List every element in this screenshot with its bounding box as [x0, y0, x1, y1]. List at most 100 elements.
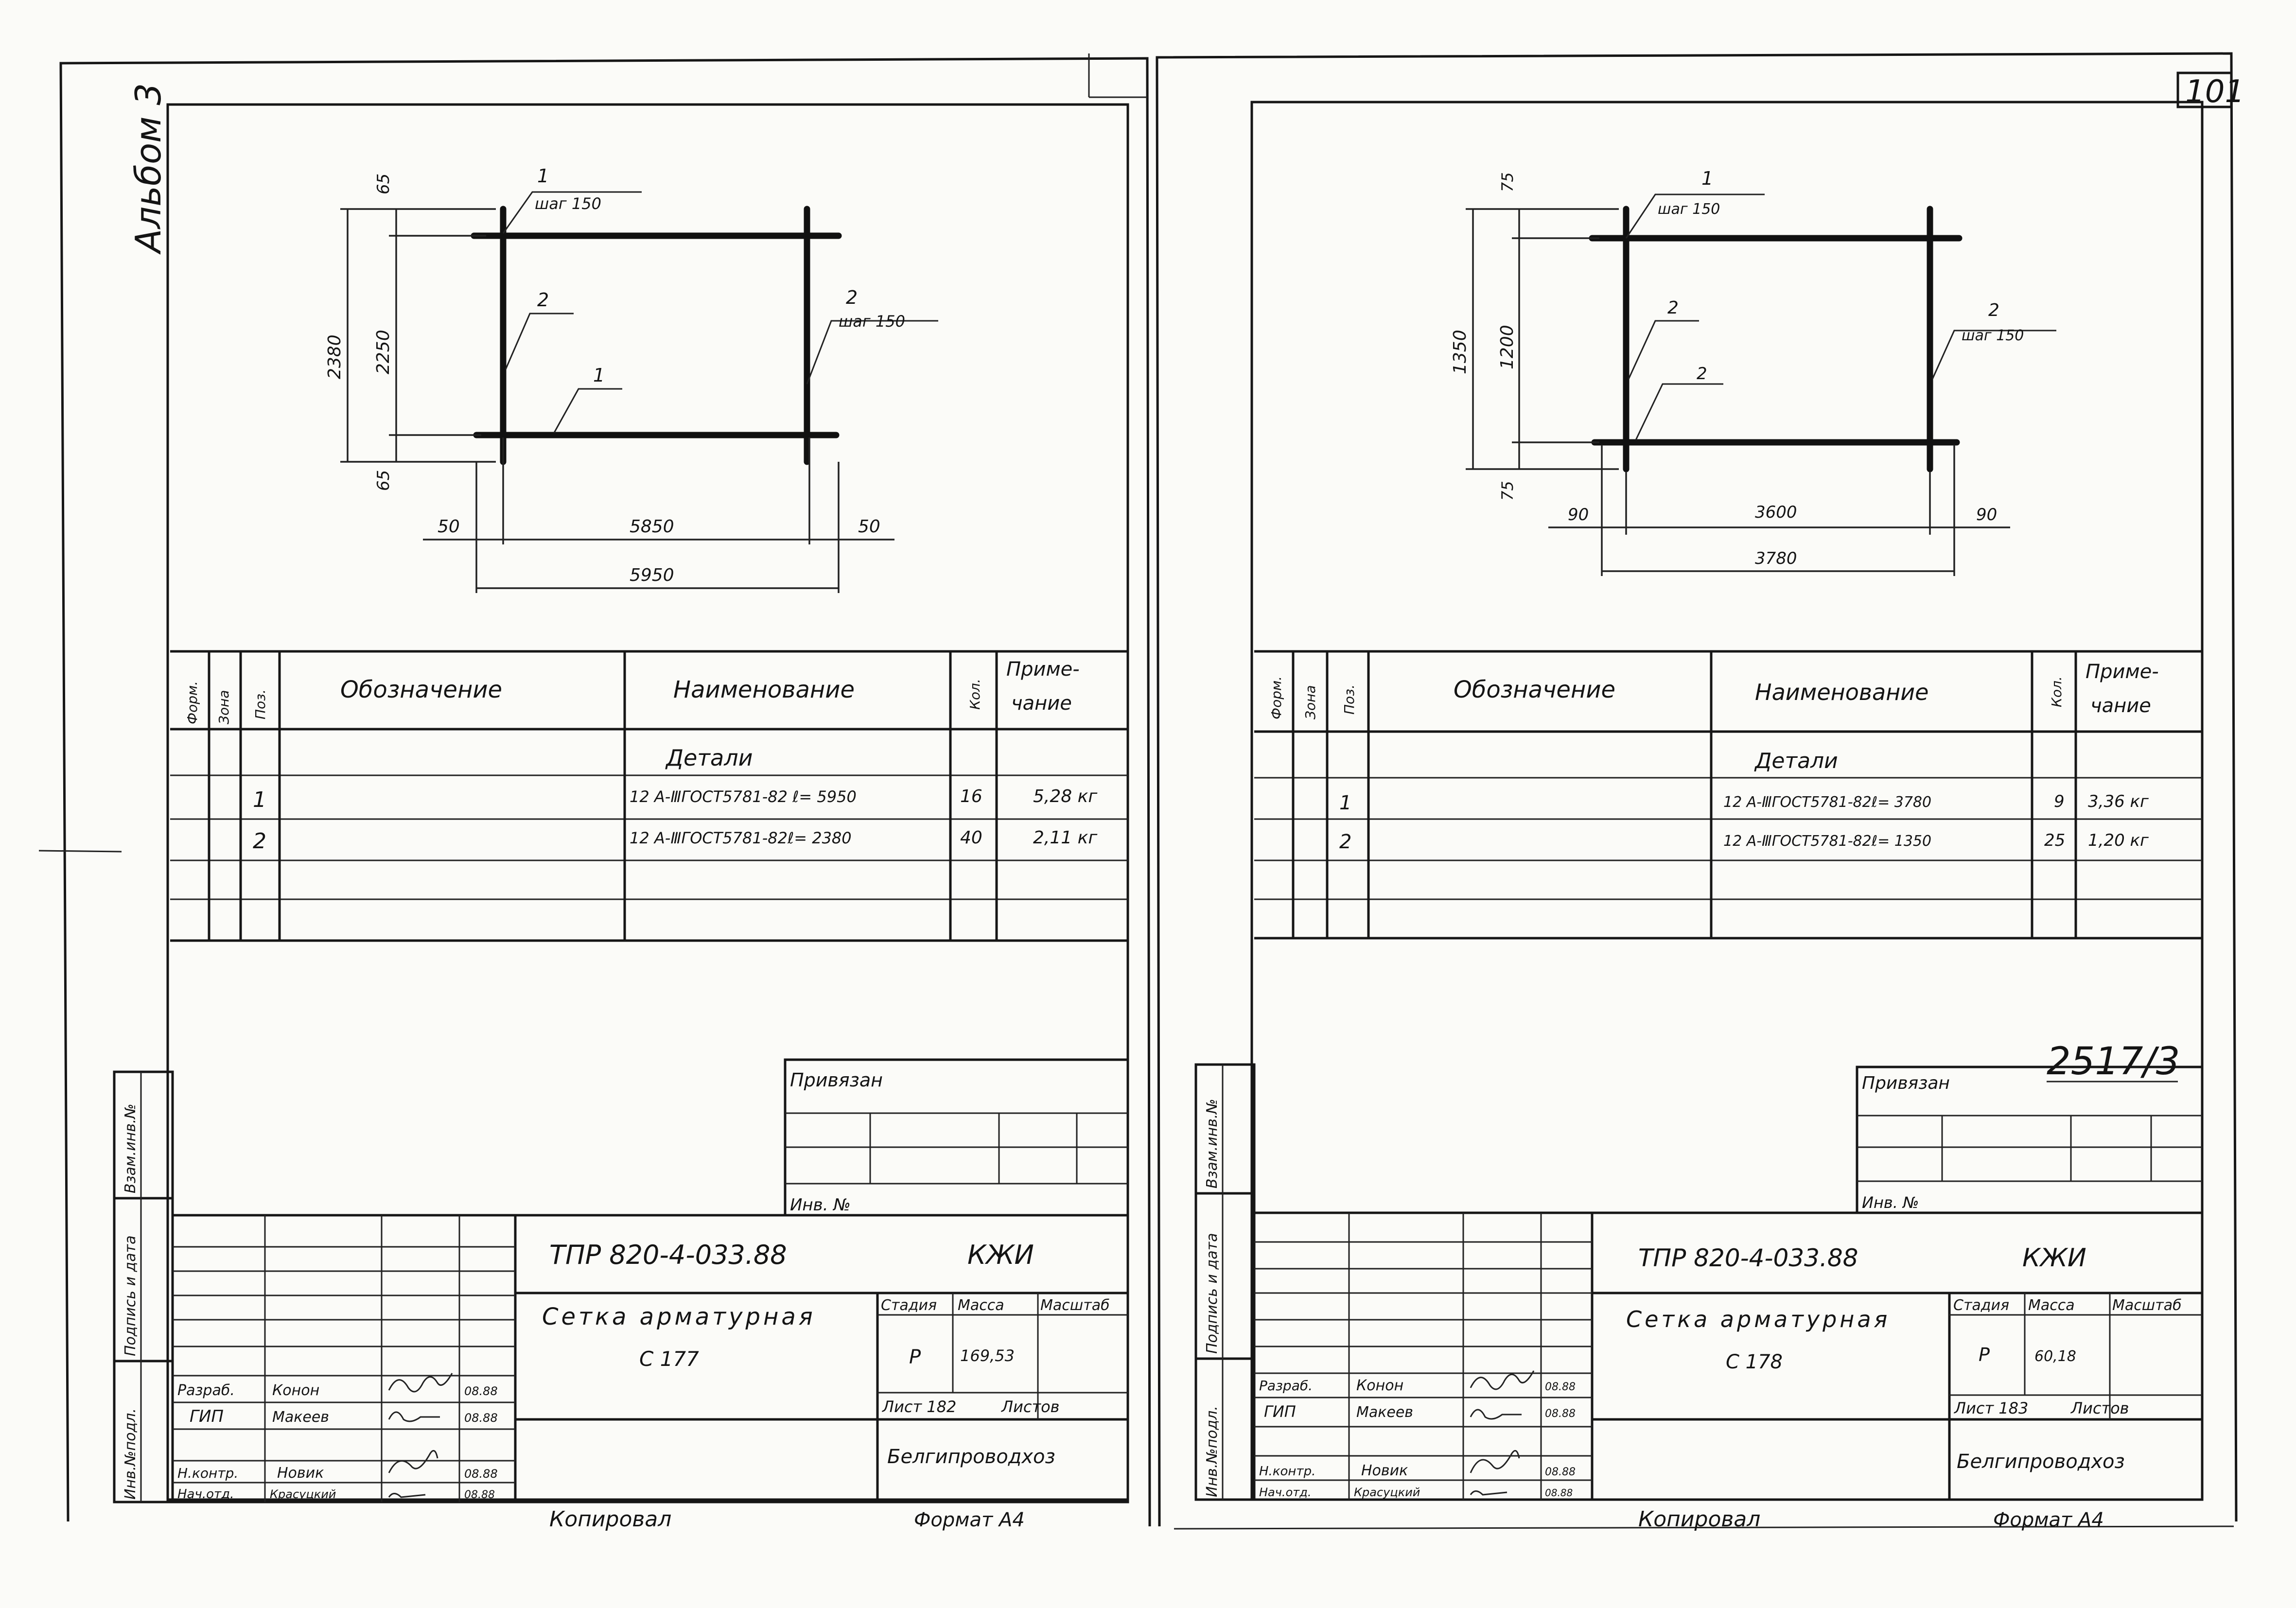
left-spec-row2-note: 2,11 кг — [1033, 828, 1098, 848]
left-spec-h-note-1: Приме- — [1006, 658, 1080, 681]
right-mass: 60,18 — [2034, 1348, 2076, 1365]
left-staff-role-4: Нач.отд. — [177, 1487, 234, 1502]
right-signature-2 — [1470, 1409, 1522, 1420]
right-scale-label: Масштаб — [2112, 1297, 2182, 1314]
right-spec-h-form: Форм. — [1268, 676, 1284, 719]
left-staff-name-3: Новик — [277, 1465, 324, 1482]
left-dim-right-end: 50 — [858, 517, 880, 537]
left-label-step-right: шаг 150 — [839, 312, 905, 331]
right-attach-block: Привязан Инв. № — [1856, 1066, 2204, 1214]
right-spec-h-note-2: чание — [2090, 695, 2151, 717]
right-staff-role-1: Разраб. — [1259, 1378, 1313, 1394]
left-dim-bottom-offset: 65 — [374, 470, 393, 491]
right-spec-row1-qty: 9 — [2054, 792, 2065, 811]
right-staff-role-3: Н.контр. — [1259, 1464, 1315, 1479]
left-spec-row1-name: 12 А-ⅢГОСТ5781-82 ℓ= 5950 — [630, 787, 857, 806]
right-handwritten-note: 2517/3 — [2047, 1040, 2180, 1084]
right-spec-section: Детали — [1754, 749, 1838, 773]
right-dim-left-end: 90 — [1568, 505, 1589, 524]
left-stamp-sign-date: Подпись и дата — [122, 1236, 139, 1357]
right-dim-inner-width: 3600 — [1755, 503, 1797, 522]
left-stamp-vzam-inv: Взам.инв.№ — [122, 1103, 139, 1193]
left-label-pos1-top: 1 — [537, 165, 549, 187]
right-stamp-sign-date: Подпись и дата — [1204, 1233, 1221, 1354]
left-product-name: Сетка арматурная — [542, 1303, 816, 1330]
right-stage-label: Стадия — [1953, 1297, 2009, 1314]
right-stamp-vzam-inv: Взам.инв.№ — [1204, 1099, 1221, 1189]
album-label: Альбом 3 — [128, 83, 169, 255]
right-staff-date-2: 08.88 — [1545, 1408, 1576, 1420]
left-signature-4 — [388, 1493, 426, 1498]
right-staff-name-3: Новик — [1361, 1462, 1408, 1479]
left-dim-inner-height: 2250 — [373, 330, 393, 374]
left-org: Белгипроводхоз — [887, 1446, 1055, 1468]
left-label-pos2-left: 2 — [537, 289, 549, 311]
right-label-pos1-top: 1 — [1701, 168, 1713, 189]
left-dim-overall-width: 5950 — [630, 565, 674, 585]
right-mass-label: Масса — [2028, 1297, 2075, 1314]
left-dim-top-offset: 65 — [374, 174, 393, 194]
left-spec-h-qty: Кол. — [967, 679, 983, 710]
left-mass: 169,53 — [960, 1346, 1015, 1365]
right-side-stamp: Инв.№подл. Подпись и дата Взам.инв.№ — [1194, 1063, 1256, 1501]
right-label-step-top: шаг 150 — [1658, 201, 1720, 218]
left-staff-date-4: 08.88 — [464, 1489, 495, 1501]
left-spec-h-pos: Поз. — [252, 689, 268, 719]
right-dim-top-offset: 75 — [1498, 172, 1517, 192]
left-staff-role-3: Н.контр. — [177, 1465, 238, 1481]
outer-frames — [38, 52, 2238, 1530]
right-stamp-inv-orig: Инв.№подл. — [1204, 1406, 1221, 1497]
right-dim-inner-height: 1200 — [1497, 325, 1517, 369]
right-spec-h-pos: Поз. — [1341, 684, 1357, 715]
left-stage: Р — [909, 1346, 921, 1368]
left-staff-date-2: 08.88 — [464, 1411, 498, 1425]
right-label-pos2-left: 2 — [1667, 298, 1679, 318]
left-spec-row1-qty: 16 — [960, 787, 982, 806]
left-doc-mark: КЖИ — [967, 1240, 1034, 1270]
left-staff-date-3: 08.88 — [464, 1467, 498, 1481]
left-scale-label: Масштаб — [1040, 1297, 1110, 1314]
left-signature-2 — [388, 1411, 440, 1422]
left-dim-overall-height: 2380 — [325, 334, 345, 379]
right-spec-h-note-1: Приме- — [2086, 661, 2159, 683]
right-staff-date-4: 08.88 — [1545, 1487, 1573, 1499]
right-spec-table: Форм. Зона Поз. Обозначение Наименование… — [1254, 650, 2202, 940]
left-spec-row1-note: 5,28 кг — [1033, 787, 1098, 806]
right-spec-row1-name: 12 А-ⅢГОСТ5781-82ℓ= 3780 — [1723, 794, 1931, 811]
left-label-pos1-bottom: 1 — [593, 365, 605, 386]
right-footer-format: Формат А4 — [1993, 1509, 2104, 1531]
left-signature-3 — [388, 1450, 438, 1473]
left-attach-block: Привязан Инв. № — [784, 1058, 1129, 1217]
right-inv-no-label: Инв. № — [1862, 1193, 1919, 1212]
right-label-step-right: шаг 150 — [1962, 327, 2024, 344]
left-signature-1 — [388, 1373, 453, 1393]
page-number: 101 — [2185, 74, 2244, 110]
right-signature-1 — [1470, 1370, 1535, 1390]
right-signature-4 — [1470, 1490, 1507, 1496]
left-mesh-drawing: 2380 2250 65 65 50 5850 50 5950 1 шаг 15… — [325, 165, 938, 593]
left-mass-label: Масса — [958, 1297, 1004, 1314]
left-staff-name-4: Красуцкий — [270, 1487, 336, 1501]
right-dim-overall-height: 1350 — [1450, 330, 1470, 374]
right-dim-overall-width: 3780 — [1755, 549, 1797, 568]
right-spec-row2-note: 1,20 кг — [2088, 831, 2149, 850]
right-org: Белгипроводхоз — [1957, 1451, 2125, 1473]
left-spec-row2-qty: 40 — [960, 828, 982, 848]
left-spec-row1-pos: 1 — [253, 787, 266, 812]
right-label-pos2-mid: 2 — [1697, 364, 1707, 384]
left-doc-code: ТПР 820-4-033.88 — [549, 1240, 787, 1270]
right-dim-bottom-offset: 75 — [1498, 481, 1517, 501]
right-product-name: Сетка арматурная — [1626, 1306, 1890, 1332]
right-spec-h-zone: Зона — [1302, 685, 1318, 719]
right-sheet-label: Лист 183 — [1954, 1399, 2028, 1417]
right-label-pos2-right: 2 — [1988, 300, 1999, 320]
left-staff-name-1: Конон — [272, 1382, 319, 1399]
left-spec-section: Детали — [665, 745, 753, 771]
left-spec-table: Форм. Зона Поз. Обозначение Наименование… — [170, 650, 1128, 942]
right-staff-date-1: 08.88 — [1545, 1381, 1576, 1393]
left-spec-h-zone: Зона — [216, 690, 232, 724]
right-spec-row2-pos: 2 — [1339, 831, 1351, 853]
right-product-mark: С 178 — [1726, 1351, 1783, 1373]
left-title-block: Разраб. Конон 08.88 ГИП Макеев 08.88 Н.к… — [171, 1214, 1129, 1503]
